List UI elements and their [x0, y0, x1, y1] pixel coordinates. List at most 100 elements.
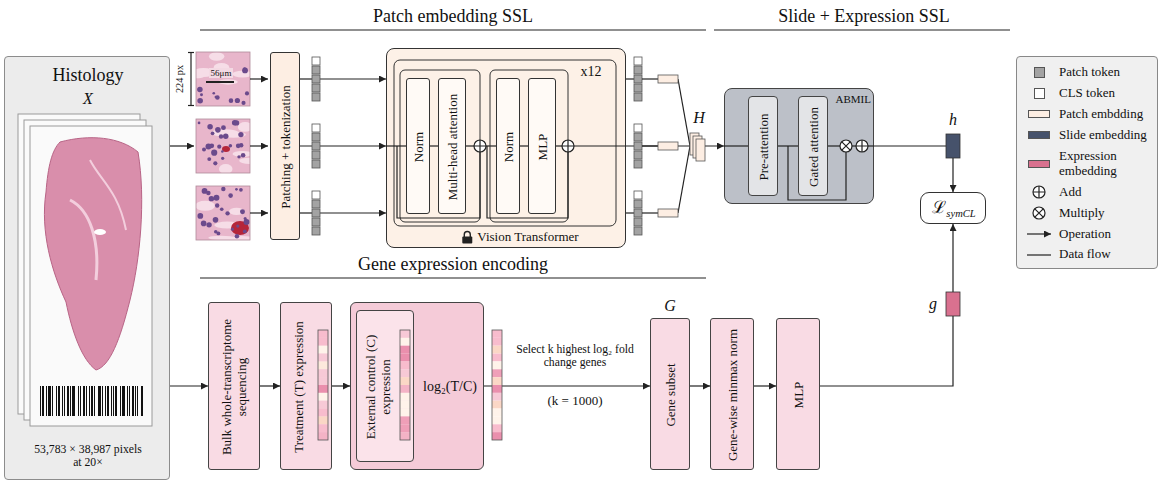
barcode-bar — [46, 386, 47, 416]
nucleus — [229, 98, 234, 103]
expression-cell — [318, 401, 328, 409]
legend-row: Data flow — [1017, 247, 1157, 262]
box-text-rotator: Gene-wise minmax norm — [726, 323, 741, 467]
nucleus — [206, 222, 211, 227]
connector — [430, 145, 438, 146]
tissue-vein — [70, 200, 97, 280]
connector — [520, 145, 528, 146]
barcode-bar — [78, 386, 79, 416]
box-text-rotator: Gated attention — [807, 101, 822, 193]
patch-streak — [232, 151, 250, 157]
nucleus — [245, 91, 249, 95]
figure-label-area: 56μm — [205, 67, 237, 79]
patch-token — [634, 75, 642, 83]
process-box: Gene-wise minmax norm — [710, 318, 754, 470]
patch-token — [634, 84, 642, 92]
flow-line — [300, 212, 312, 213]
process-box: Multi-head attention — [438, 78, 466, 214]
legend-sample — [1025, 247, 1053, 263]
box-text-area: Histology — [5, 63, 171, 87]
box-text-rotator: External control (C) expression — [364, 315, 394, 459]
patch-frame — [196, 186, 250, 240]
box-text: Pre-attention — [757, 101, 772, 193]
patch-token — [312, 66, 320, 74]
barcode-bar — [111, 386, 112, 416]
box-text-area: Norm — [497, 79, 521, 215]
legend-sample — [1025, 226, 1053, 242]
box-text-area: ABMIL — [831, 92, 871, 106]
flow-line — [678, 79, 690, 146]
expression-cell — [492, 385, 502, 393]
figure-label-area: Patch embedding SSL — [200, 4, 706, 28]
figure-label: g — [929, 295, 937, 313]
figure-label: 56μm — [209, 68, 234, 78]
add-stroke — [562, 140, 574, 152]
legend-row: Patch token — [1017, 65, 1157, 80]
flow-line — [626, 78, 634, 79]
flow-arrow — [320, 78, 386, 79]
box-text: Norm — [502, 83, 517, 211]
expression-cell — [400, 338, 410, 346]
expression-cell — [318, 338, 328, 346]
patch-embedding — [658, 75, 678, 83]
figure-label: h — [949, 111, 957, 129]
barcode-bar — [98, 386, 101, 416]
nucleus — [236, 144, 241, 149]
cls-token — [312, 124, 320, 132]
nucleus — [215, 127, 221, 133]
expression-cell — [492, 393, 502, 401]
box-text: Patching + tokenization — [279, 57, 294, 237]
process-box: Patching + tokenization — [270, 52, 300, 240]
nucleus — [241, 153, 246, 158]
expression-cell — [318, 330, 328, 338]
barcode-bar — [120, 386, 121, 416]
box-text-area: Gated attention — [799, 97, 829, 197]
barcode-bar — [86, 386, 87, 416]
barcode-bar — [83, 386, 85, 416]
tissue-section — [44, 138, 141, 370]
expression-cell — [492, 361, 502, 369]
patch-token — [634, 218, 642, 226]
legend-swatch — [1028, 160, 1050, 168]
patch-token — [634, 142, 642, 150]
tissue-patch — [196, 186, 250, 240]
figure-label-area: H — [688, 108, 710, 128]
connector — [332, 385, 350, 386]
figure-label: Select k highest log₂ fold change genes — [506, 343, 644, 370]
residual-line — [487, 146, 568, 218]
patch-token — [312, 200, 320, 208]
connector — [820, 224, 953, 386]
patch-token — [634, 93, 642, 101]
legend-row: Add — [1017, 185, 1157, 200]
nucleus — [221, 125, 226, 130]
box-text-area: Multi-head attention — [439, 79, 467, 215]
patch-token — [634, 66, 642, 74]
residual-line — [397, 146, 480, 218]
patch-ground — [196, 186, 250, 240]
box-text-area: Bulk whole-transcriptome sequencing — [209, 303, 261, 471]
process-box: Gene subset — [650, 318, 690, 470]
expression-cell — [400, 432, 410, 440]
box-text-rotator: Bulk whole-transcriptome sequencing — [220, 307, 250, 467]
add-symbol — [1033, 186, 1045, 198]
expression-cell — [492, 369, 502, 377]
process-box: MLP — [528, 78, 556, 214]
add-stroke — [474, 140, 486, 152]
barcode-bar — [94, 386, 95, 416]
expression-cell — [318, 354, 328, 362]
expression-cell — [492, 330, 502, 338]
flow-arrow — [250, 78, 268, 79]
nucleus — [215, 96, 218, 99]
barcode-bar — [102, 386, 103, 416]
cls-token — [312, 57, 320, 65]
patch-token — [312, 209, 320, 217]
expression-cell — [492, 401, 502, 409]
figure-label-area: (k = 1000) — [520, 392, 630, 410]
patch-frame — [196, 119, 250, 173]
box-text: log₂(T/C) — [423, 379, 477, 395]
lock-shackle — [464, 232, 470, 237]
nucleus — [207, 124, 212, 129]
expression-cell — [400, 346, 410, 354]
connector — [170, 385, 208, 386]
box-text-area: Norm — [407, 79, 431, 215]
